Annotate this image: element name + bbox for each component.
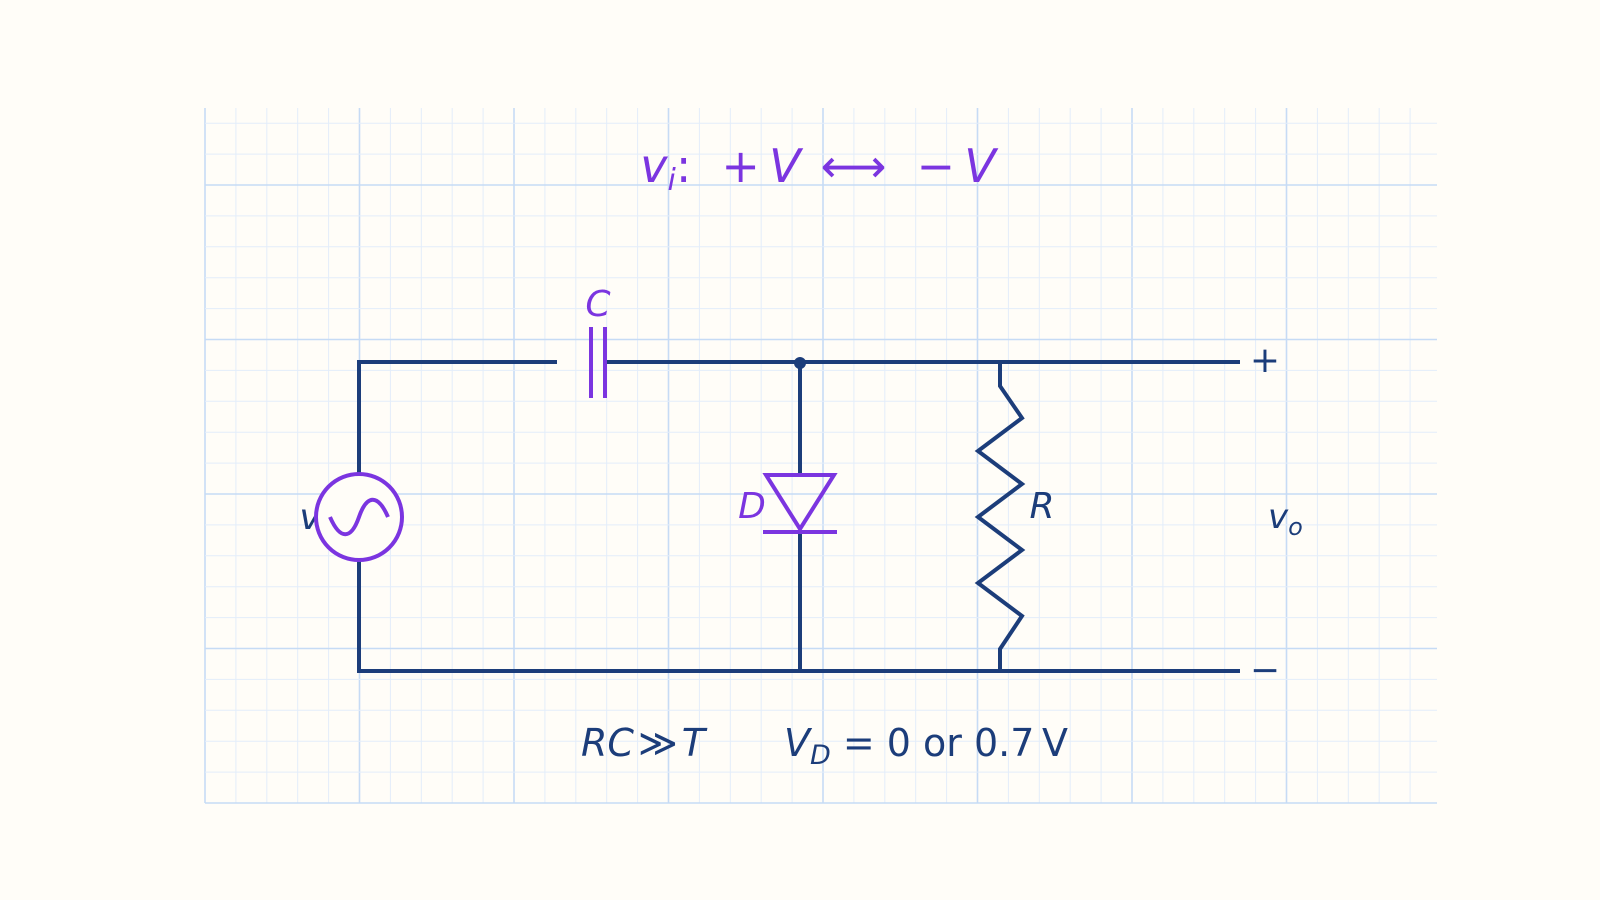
resistor [974, 362, 1026, 671]
header-sub-i: i [668, 163, 677, 198]
capacitor [589, 327, 607, 398]
header-formula: vi: + V ⟷ − V [640, 139, 999, 198]
junction-dot [794, 357, 806, 369]
vo-sub: o [1288, 513, 1303, 541]
wire-left-top [357, 360, 557, 473]
sine-wave-icon [328, 497, 390, 537]
footer-vd-rest: = 0 or 0.7 V [831, 721, 1068, 765]
resistor-label: R [1029, 486, 1054, 527]
wire-left-bottom [357, 561, 1240, 673]
diode [762, 473, 838, 534]
diode-label: D [738, 486, 766, 527]
footer-vd-v: V [784, 721, 813, 765]
header-arrow: ⟷ [821, 139, 887, 193]
header-minus-v: − V [917, 139, 1000, 193]
footer-gg: ≫ [638, 721, 678, 765]
capacitor-label: C [585, 284, 611, 325]
header-plus-v: + V [721, 139, 804, 193]
graph-paper-grid [204, 108, 1437, 804]
ac-source [314, 472, 404, 562]
output-voltage-label: vo [1268, 497, 1303, 541]
header-colon: : [676, 139, 692, 193]
output-plus: + [1250, 340, 1280, 381]
footer-vd-condition: VD = 0 or 0.7 V [784, 721, 1068, 771]
footer-t: T [682, 721, 708, 765]
vo-main: v [1268, 497, 1289, 537]
footer-vd-sub: D [810, 740, 831, 771]
header-v: v [640, 139, 668, 193]
output-minus: − [1250, 650, 1280, 691]
footer-rc: RC [581, 721, 634, 765]
footer-rc-condition: RC≫T [581, 721, 708, 765]
